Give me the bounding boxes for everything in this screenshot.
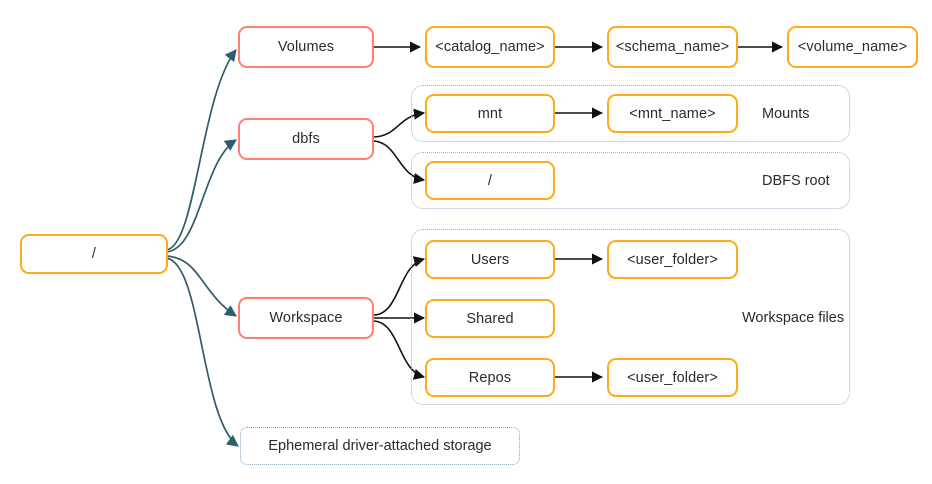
node-mnt-name[interactable]: <mnt_name> (607, 94, 738, 133)
node-repos-folder[interactable]: <user_folder> (607, 358, 738, 397)
group-dbfs-root-label: DBFS root (762, 173, 830, 189)
group-workspace-files (411, 229, 850, 405)
node-catalog-name[interactable]: <catalog_name> (425, 26, 555, 68)
node-workspace[interactable]: Workspace (238, 297, 374, 339)
node-dbfs-root-slash[interactable]: / (425, 161, 555, 200)
node-volumes[interactable]: Volumes (238, 26, 374, 68)
node-ephemeral-storage[interactable]: Ephemeral driver-attached storage (240, 427, 520, 465)
node-users-folder[interactable]: <user_folder> (607, 240, 738, 279)
node-root[interactable]: / (20, 234, 168, 274)
node-schema-name[interactable]: <schema_name> (607, 26, 738, 68)
node-users[interactable]: Users (425, 240, 555, 279)
node-shared[interactable]: Shared (425, 299, 555, 338)
node-dbfs[interactable]: dbfs (238, 118, 374, 160)
root-fanout-edges (165, 49, 239, 447)
node-mnt[interactable]: mnt (425, 94, 555, 133)
group-workspace-files-label: Workspace files (742, 310, 845, 326)
group-mounts-label: Mounts (762, 106, 810, 122)
node-repos[interactable]: Repos (425, 358, 555, 397)
node-volume-name[interactable]: <volume_name> (787, 26, 918, 68)
